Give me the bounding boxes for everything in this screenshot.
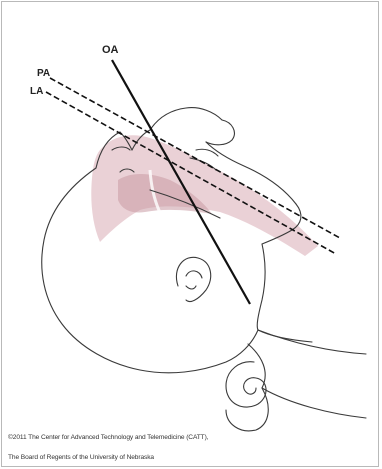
pharyngeal-axis-label: PA [37, 68, 50, 79]
shoulder-roll [226, 330, 366, 431]
laryngeal-axis-label: LA [30, 86, 43, 97]
oral-axis-label: OA [102, 44, 119, 56]
airway-shading [91, 135, 318, 256]
copyright-line-2: The Board of Regents of the University o… [8, 454, 154, 461]
copyright-line-1: ©2011 The Center for Advanced Technology… [8, 434, 208, 441]
